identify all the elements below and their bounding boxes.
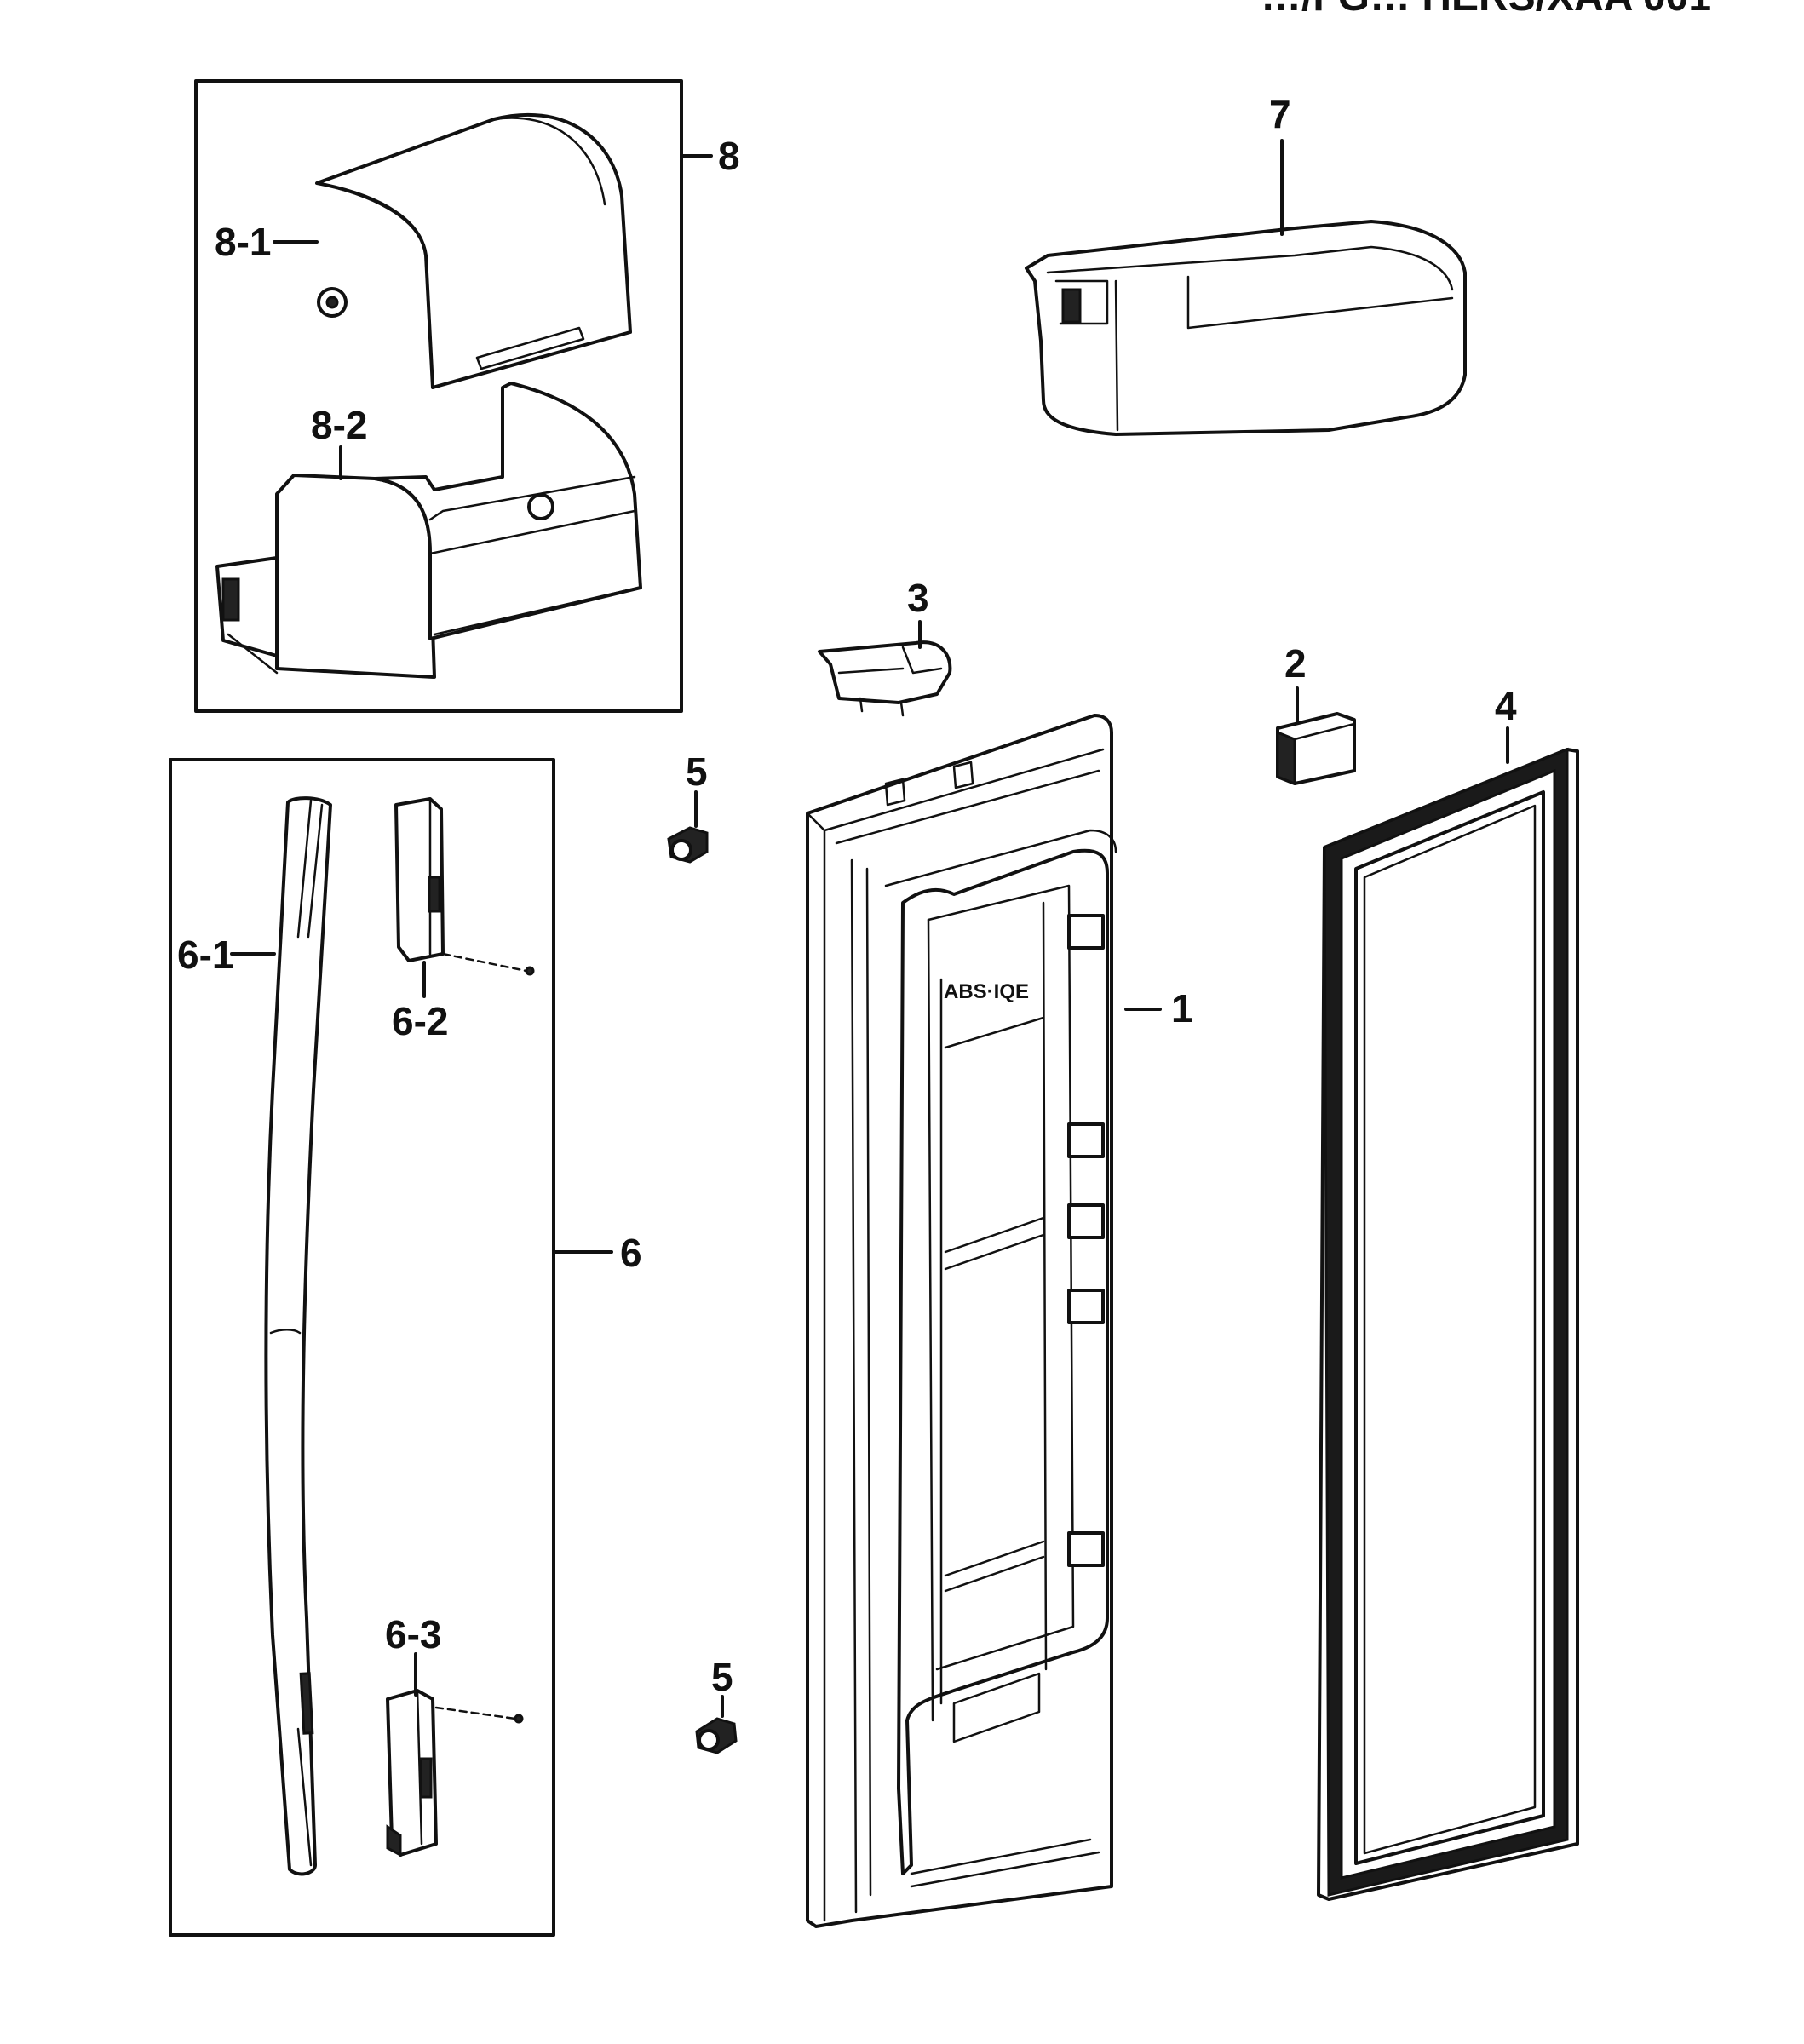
part-5-top-screw	[667, 790, 709, 864]
part-7-door-bin	[1025, 139, 1467, 436]
part-3-hinge-cap	[818, 640, 952, 717]
callout-5-top: 5	[686, 749, 708, 794]
callout-3: 3	[907, 576, 929, 620]
callout-6-1: 6-1	[177, 933, 233, 977]
group-6-assembly: 6 6-1 6-2	[169, 758, 642, 1937]
part-4-door-gasket	[1317, 747, 1579, 1901]
callout-8: 8	[718, 134, 740, 178]
callout-8-2: 8-2	[311, 403, 367, 447]
part-5-bottom-screw	[695, 1695, 738, 1754]
part-8-2-bin	[215, 382, 642, 679]
door-liner-marking: ABS·IQE	[944, 980, 1029, 1003]
callout-8-1: 8-1	[215, 220, 271, 264]
group-8-frame	[194, 79, 683, 713]
callout-2: 2	[1284, 641, 1307, 686]
group-6-frame	[169, 758, 555, 1937]
part-8-1-cover	[315, 112, 632, 389]
callout-6-2: 6-2	[392, 999, 448, 1043]
part-2-switch	[1276, 712, 1356, 786]
callout-5-bottom: 5	[711, 1655, 733, 1699]
part-6-1-handle	[264, 796, 332, 1876]
callout-6-3: 6-3	[385, 1612, 441, 1656]
callout-1: 1	[1171, 986, 1193, 1031]
part-6-2-end-cap	[394, 797, 535, 976]
part-1-door-assembly: ABS·IQE	[806, 714, 1117, 1928]
group-8-assembly: 8 8-1 8-2	[194, 79, 740, 713]
callout-4: 4	[1495, 684, 1517, 728]
model-number-header: …/FG… HERS/XAA 001	[1261, 0, 1711, 20]
callout-6: 6	[620, 1231, 642, 1275]
part-6-3-end-cap	[386, 1689, 524, 1857]
callout-7: 7	[1269, 92, 1291, 136]
